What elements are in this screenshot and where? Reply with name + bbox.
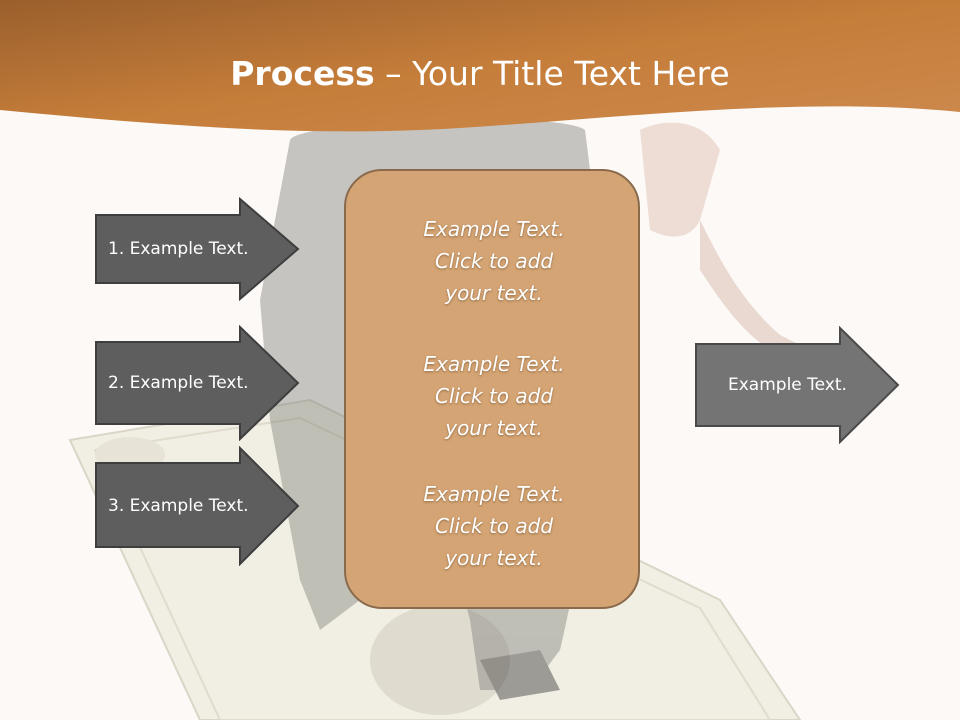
- page-title: Process – Your Title Text Here: [0, 52, 960, 96]
- title-rest: – Your Title Text Here: [374, 54, 730, 93]
- center-block-2-line1: Example Text.: [423, 352, 565, 376]
- left-arrow-2-label: 2. Example Text.: [108, 373, 249, 393]
- arrow-right-icon: [95, 446, 300, 566]
- left-arrow-3-label: 3. Example Text.: [108, 496, 249, 516]
- arrow-right-icon: [95, 325, 300, 441]
- left-arrow-2[interactable]: 2. Example Text.: [94, 325, 300, 441]
- left-arrow-3[interactable]: 3. Example Text.: [94, 446, 300, 566]
- center-block-1-line3: your text.: [445, 281, 543, 305]
- center-block-3-line1: Example Text.: [423, 482, 565, 506]
- center-block-2: Example Text. Click to add your text.: [346, 348, 642, 444]
- left-arrow-1-label: 1. Example Text.: [108, 239, 249, 259]
- center-block-1-line2: Click to add: [434, 249, 554, 273]
- center-block-3: Example Text. Click to add your text.: [346, 478, 642, 574]
- center-block-3-line2: Click to add: [434, 514, 554, 538]
- arrow-right-icon: [695, 326, 900, 444]
- title-bold: Process: [230, 54, 375, 93]
- right-arrow-label: Example Text.: [728, 375, 847, 395]
- center-block-1: Example Text. Click to add your text.: [346, 213, 642, 309]
- center-block-3-line3: your text.: [445, 546, 543, 570]
- left-arrow-1[interactable]: 1. Example Text.: [94, 197, 300, 301]
- arrow-right-icon: [95, 197, 300, 301]
- center-block-1-line1: Example Text.: [423, 217, 565, 241]
- center-block-2-line3: your text.: [445, 416, 543, 440]
- header-banner: [0, 0, 960, 132]
- center-block-2-line2: Click to add: [434, 384, 554, 408]
- right-arrow[interactable]: Example Text.: [694, 326, 900, 444]
- center-text-box[interactable]: Example Text. Click to add your text. Ex…: [344, 169, 640, 609]
